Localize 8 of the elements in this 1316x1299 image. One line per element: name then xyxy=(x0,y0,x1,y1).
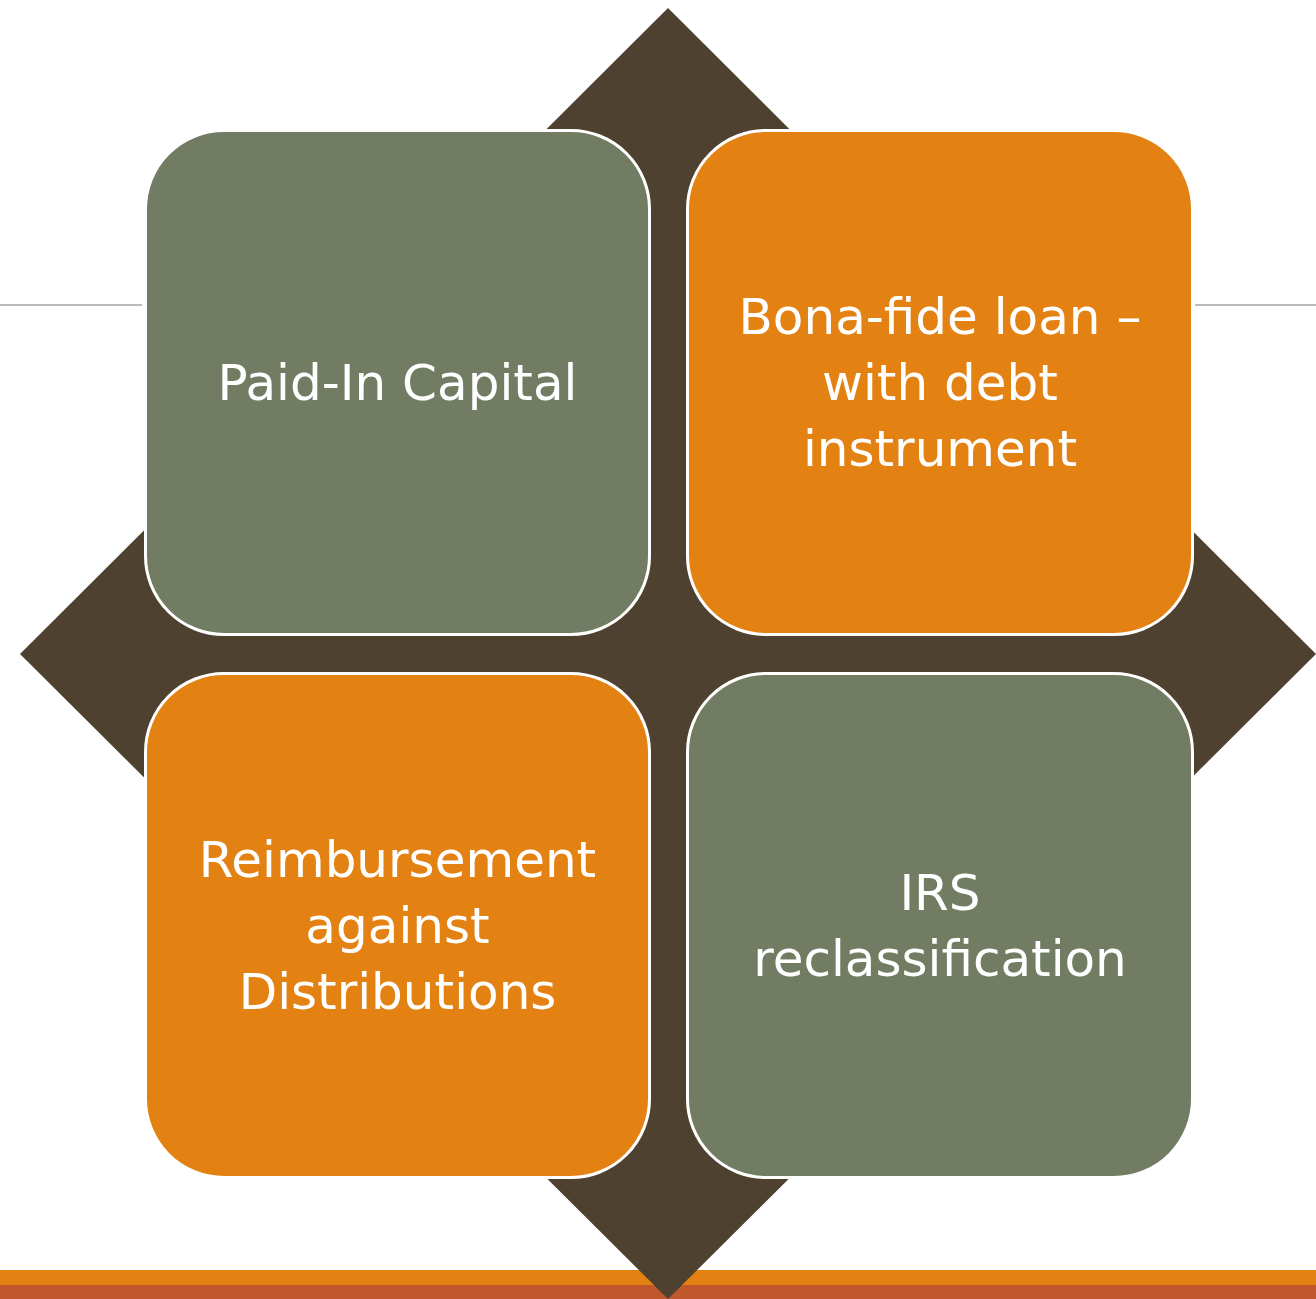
tile-label: Paid-In Capital xyxy=(217,352,578,414)
matrix-tile xyxy=(686,129,1194,636)
tile-label: Reimbursement against Distributions xyxy=(197,829,598,1023)
tile-label: IRS reclassification xyxy=(752,862,1128,990)
matrix-tile xyxy=(144,672,651,1179)
matrix-tile xyxy=(144,129,651,636)
matrix-tile xyxy=(686,672,1194,1179)
tile-label: Bona-fide loan – with debt instrument xyxy=(737,286,1143,480)
